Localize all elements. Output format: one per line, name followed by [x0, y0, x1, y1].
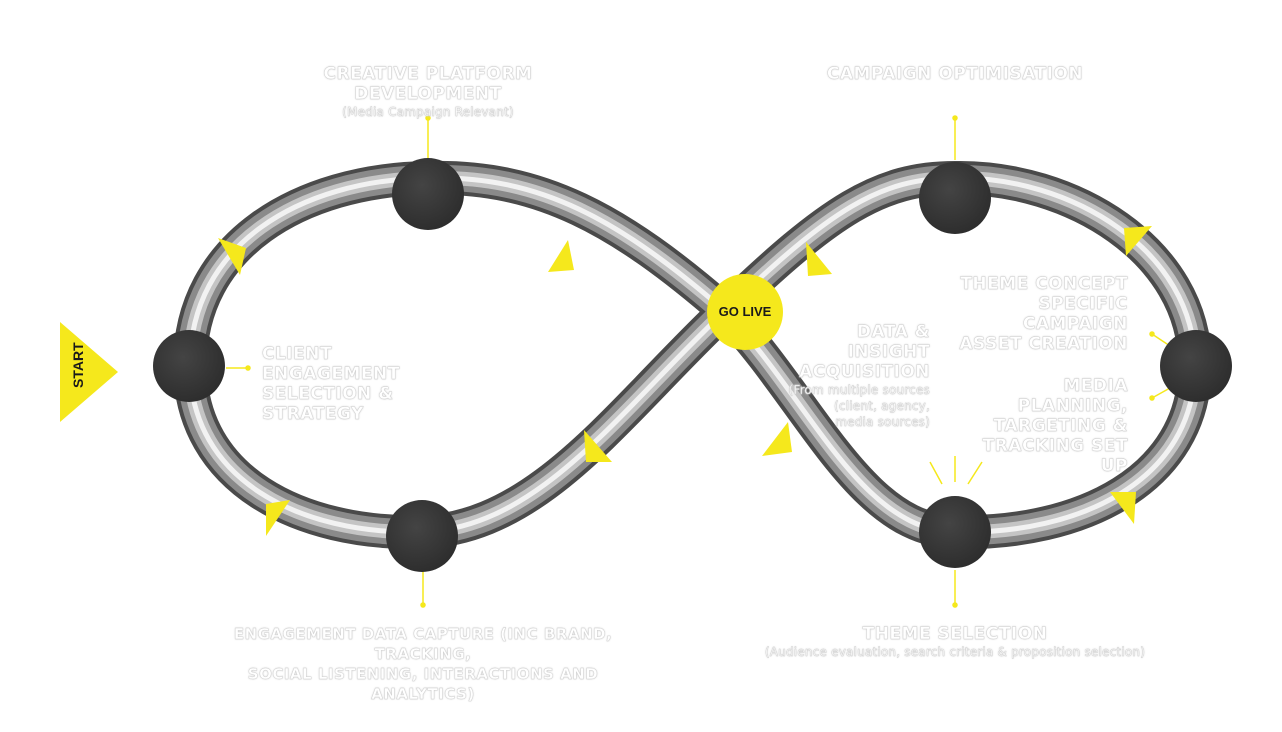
label-theme-selection: THEME SELECTION (Audience evaluation, se… — [718, 624, 1192, 660]
data-insight-sub2: (client, agency, — [834, 399, 930, 413]
campaign-optimisation-title: CAMPAIGN OPTIMISATION — [826, 64, 1084, 84]
theme-assets-line2: SPECIFIC CAMPAIGN — [1022, 294, 1128, 334]
creative-sub: (Media Campaign Relevant) — [342, 105, 514, 119]
client-engagement-line1: CLIENT ENGAGEMENT — [262, 344, 400, 384]
node-creative[interactable] — [392, 158, 464, 230]
client-engagement-line2: SELECTION & STRATEGY — [262, 384, 394, 424]
label-theme-assets: THEME CONCEPT SPECIFIC CAMPAIGN ASSET CR… — [940, 274, 1128, 354]
data-insight-line1: DATA & INSIGHT — [847, 322, 930, 362]
start-marker[interactable] — [60, 322, 118, 422]
start-label: START — [70, 342, 86, 388]
theme-selection-sub: (Audience evaluation, search criteria & … — [764, 645, 1146, 659]
label-client-engagement: CLIENT ENGAGEMENT SELECTION & STRATEGY — [262, 344, 462, 424]
arrow-marker — [762, 422, 792, 456]
node-campaign-optimisation[interactable] — [919, 162, 991, 234]
arrow-marker — [806, 242, 832, 276]
arrow-marker — [1124, 226, 1152, 256]
arrow-marker — [266, 500, 290, 536]
connector-lines — [226, 115, 1171, 608]
node-theme-selection[interactable] — [919, 496, 991, 568]
label-data-insight: DATA & INSIGHT ACQUISITION (From multipl… — [770, 322, 930, 430]
media-planning-line2: TARGETING & — [993, 416, 1128, 436]
label-engagement-capture: ENGAGEMENT DATA CAPTURE (INC BRAND, TRAC… — [196, 624, 650, 704]
node-engagement-capture[interactable] — [386, 500, 458, 572]
arrow-marker — [584, 430, 612, 462]
label-creative-platform: CREATIVE PLATFORM DEVELOPMENT (Media Cam… — [258, 64, 598, 120]
arrow-marker — [218, 238, 246, 275]
arrow-marker — [548, 240, 574, 272]
node-client-engagement[interactable] — [153, 330, 225, 402]
label-campaign-optimisation: CAMPAIGN OPTIMISATION — [790, 64, 1120, 84]
engagement-capture-line2: SOCIAL LISTENING, INTERACTIONS AND ANALY… — [247, 665, 599, 703]
label-media-planning: MEDIA PLANNING, TARGETING & TRACKING SET… — [960, 376, 1128, 476]
theme-assets-line3: ASSET CREATION — [959, 334, 1128, 354]
data-insight-sub1: (From multiple sources — [788, 383, 930, 397]
go-live-node[interactable] — [707, 274, 783, 350]
direction-arrows — [218, 226, 1152, 536]
data-insight-sub3: media sources) — [835, 415, 930, 429]
node-theme-creation[interactable] — [1160, 330, 1232, 402]
go-live-label: GO LIVE — [718, 304, 772, 319]
data-insight-line2: ACQUISITION — [799, 362, 930, 382]
media-planning-line1: MEDIA PLANNING, — [1017, 376, 1128, 416]
arrow-marker — [1110, 492, 1136, 524]
theme-selection-title: THEME SELECTION — [862, 624, 1048, 644]
creative-title: CREATIVE PLATFORM DEVELOPMENT — [323, 64, 533, 104]
engagement-capture-line1: ENGAGEMENT DATA CAPTURE (INC BRAND, TRAC… — [233, 625, 613, 663]
theme-assets-line1: THEME CONCEPT — [960, 274, 1128, 294]
media-planning-line3: TRACKING SET UP — [982, 436, 1128, 476]
